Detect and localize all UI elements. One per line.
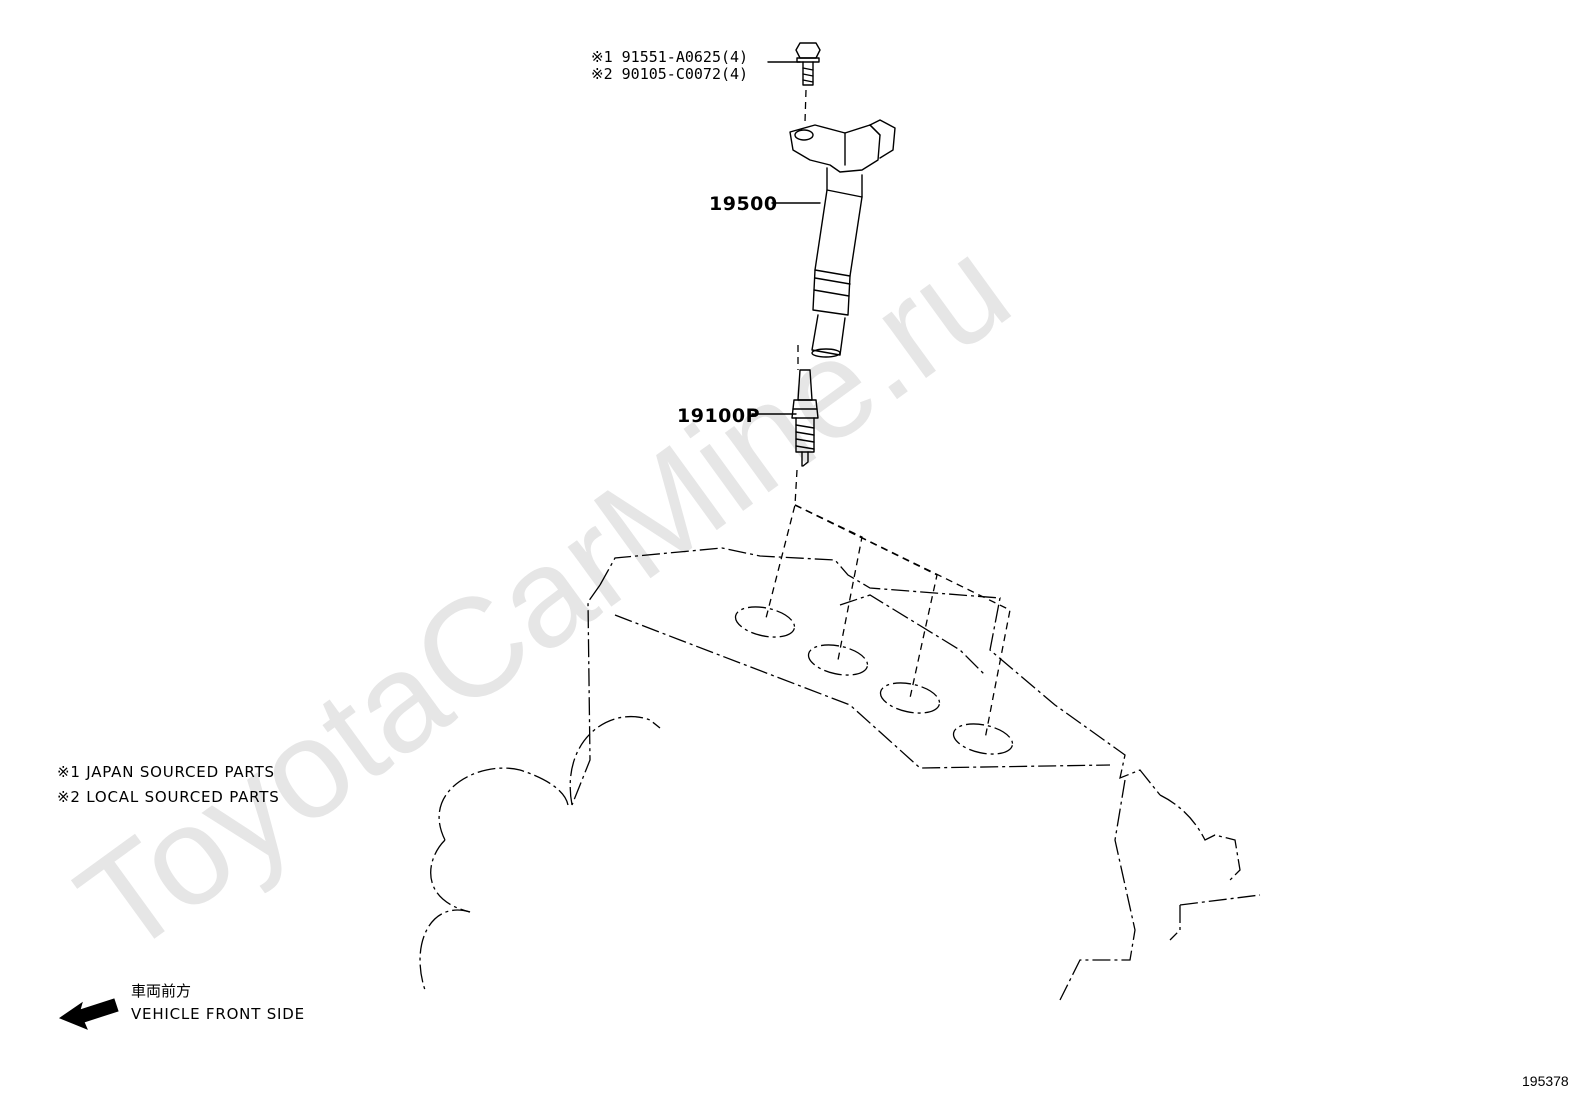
bolt (795, 42, 821, 86)
front-direction-arrow-icon (58, 998, 119, 1030)
front-direction-label-jp: 車両前方 (131, 982, 191, 1000)
bolt-part-number-2: ※2 90105-C0072(4) (591, 65, 748, 83)
spark-plug (791, 369, 819, 467)
ignition-coil-callout: 19500 (709, 193, 778, 215)
leader-lines (751, 61, 821, 415)
placement-lines (764, 89, 1011, 740)
legend-note-local: ※2 LOCAL SOURCED PARTS (57, 788, 280, 806)
spark-plug-callout: 19100P (677, 405, 760, 427)
watermark-text: ToyotaCarMine.ru (50, 208, 1036, 984)
figure-number: 195378 (1522, 1073, 1569, 1089)
bolt-part-number-1: ※1 91551-A0625(4) (591, 48, 748, 66)
engine-outline (419, 547, 1261, 1001)
legend-note-japan: ※1 JAPAN SOURCED PARTS (57, 763, 275, 781)
front-direction-label-en: VEHICLE FRONT SIDE (131, 1005, 305, 1023)
ignition-coil (789, 119, 896, 358)
